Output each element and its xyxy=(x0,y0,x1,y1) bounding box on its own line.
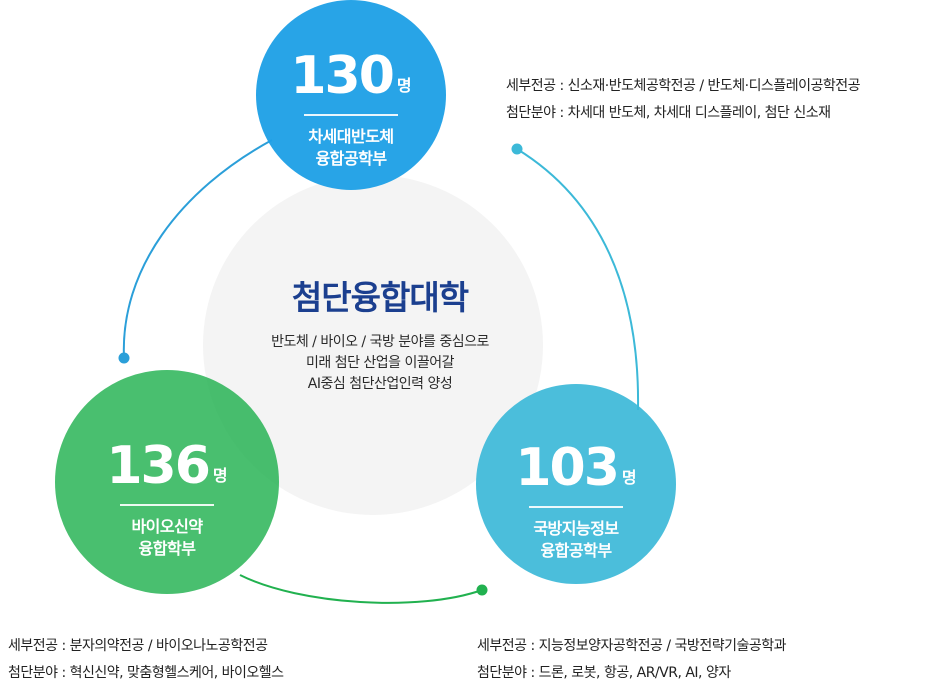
dept-circle-bio: 136 명 바이오신약 융합학부 xyxy=(55,370,279,594)
detail-field: 첨단분야 : 차세대 반도체, 차세대 디스플레이, 첨단 신소재 xyxy=(506,105,831,121)
dept-name: 국방지능정보 융합공학부 xyxy=(533,519,619,560)
divider xyxy=(529,506,623,508)
dept-circle-defense: 103 명 국방지능정보 융합공학부 xyxy=(476,384,676,584)
arc-top-to-right xyxy=(516,148,640,411)
count-unit: 명 xyxy=(212,466,228,485)
center-title: 첨단융합대학 xyxy=(291,278,469,317)
center-desc-line: AI중심 첨단산업인력 양성 xyxy=(307,376,453,393)
arc-top-to-left xyxy=(122,139,273,359)
center-desc-line: 반도체 / 바이오 / 국방 분야를 중심으로 xyxy=(271,334,489,351)
enrollment-count: 130 xyxy=(290,46,395,106)
arc-top-to-right-dot xyxy=(511,143,523,155)
enrollment-count: 103 xyxy=(515,438,620,498)
center-description: 반도체 / 바이오 / 국방 분야를 중심으로 미래 첨단 산업을 이끌어갈 A… xyxy=(230,332,530,395)
count-unit: 명 xyxy=(621,468,637,487)
enrollment-count: 136 xyxy=(106,436,211,496)
count-unit: 명 xyxy=(396,76,412,95)
detail-major: 세부전공 : 지능정보양자공학전공 / 국방전략기술공학과 xyxy=(477,638,786,654)
dept-name: 차세대반도체 융합공학부 xyxy=(308,127,394,168)
arc-left-to-right-dot xyxy=(476,584,488,596)
divider xyxy=(304,114,398,116)
dept-details-bio: 세부전공 : 분자의약전공 / 바이오나노공학전공 첨단분야 : 혁신신약, 맞… xyxy=(8,633,284,687)
divider xyxy=(120,504,214,506)
dept-details-defense: 세부전공 : 지능정보양자공학전공 / 국방전략기술공학과 첨단분야 : 드론,… xyxy=(477,633,786,687)
detail-field: 첨단분야 : 드론, 로봇, 항공, AR/VR, AI, 양자 xyxy=(477,665,731,681)
dept-circle-semiconductor: 130 명 차세대반도체 융합공학부 xyxy=(256,0,446,190)
detail-major: 세부전공 : 신소재·반도체공학전공 / 반도체·디스플레이공학전공 xyxy=(506,78,861,94)
dept-details-semiconductor: 세부전공 : 신소재·반도체공학전공 / 반도체·디스플레이공학전공 첨단분야 … xyxy=(506,73,861,127)
center-disc xyxy=(203,175,543,515)
detail-major: 세부전공 : 분자의약전공 / 바이오나노공학전공 xyxy=(8,638,268,654)
detail-field: 첨단분야 : 혁신신약, 맞춤형헬스케어, 바이오헬스 xyxy=(8,665,284,681)
dept-name: 바이오신약 융합학부 xyxy=(131,517,203,558)
arc-top-to-left-dot xyxy=(118,352,130,364)
arc-left-to-right xyxy=(239,574,483,604)
center-desc-line: 미래 첨단 산업을 이끌어갈 xyxy=(305,355,455,372)
center-block: 첨단융합대학 반도체 / 바이오 / 국방 분야를 중심으로 미래 첨단 산업을… xyxy=(230,278,530,395)
